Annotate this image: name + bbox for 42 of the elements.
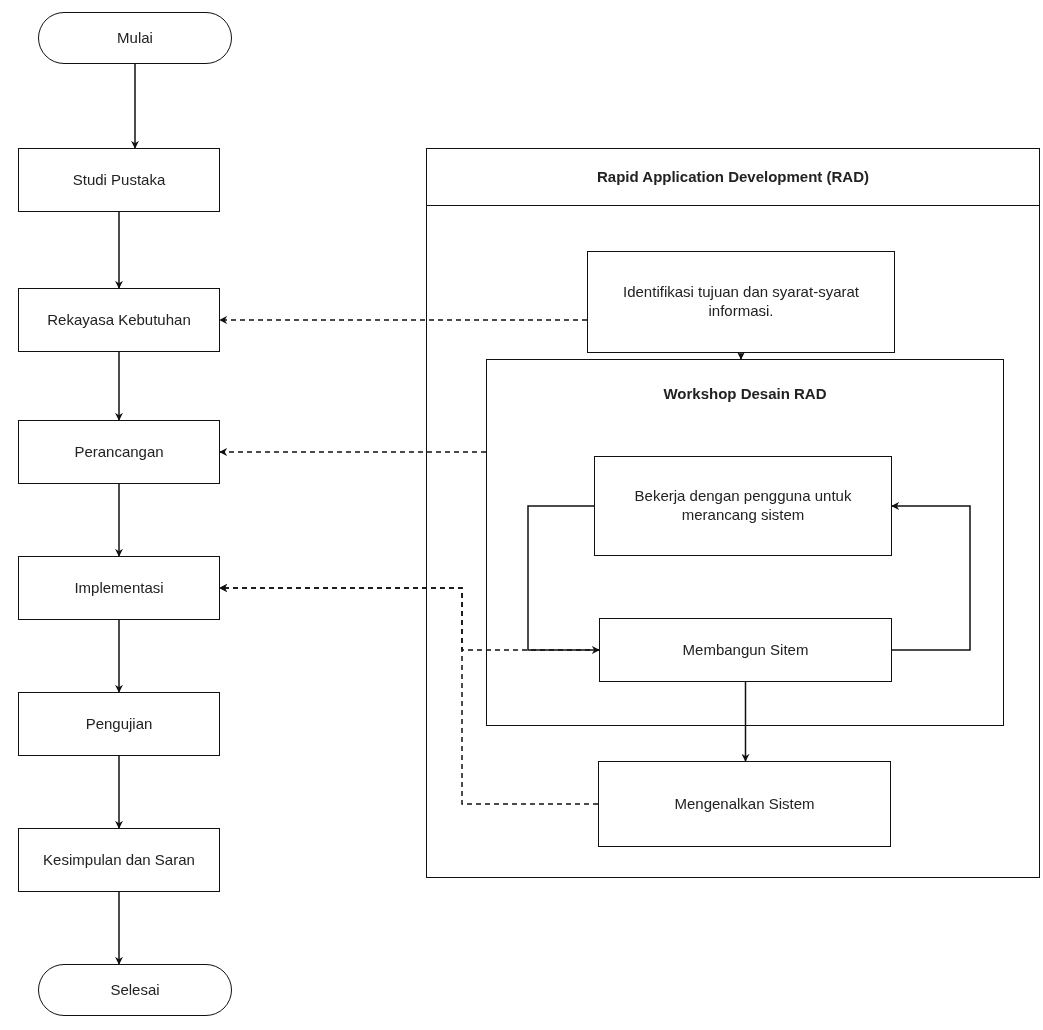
node-label: Kesimpulan dan Saran xyxy=(42,850,196,870)
container-title: Workshop Desain RAD xyxy=(662,384,828,404)
arrow xyxy=(115,351,123,421)
arrow xyxy=(131,63,139,149)
group-container xyxy=(486,359,1004,726)
node-label: Studi Pustaka xyxy=(71,170,167,190)
process-box xyxy=(18,420,220,484)
process-box xyxy=(587,251,895,353)
node-label: Mulai xyxy=(116,28,154,48)
node-label: Selesai xyxy=(109,980,161,1000)
terminal-shape xyxy=(38,12,232,64)
process-box xyxy=(18,148,220,212)
arrow xyxy=(115,483,123,557)
node-label: Pengujian xyxy=(84,714,154,734)
arrow xyxy=(115,619,123,693)
arrow xyxy=(115,211,123,289)
arrow xyxy=(219,448,487,456)
node-label: Identifikasi tujuan dan syarat-syarat informasi. xyxy=(622,283,860,321)
arrow xyxy=(115,891,123,965)
arrow xyxy=(115,755,123,829)
arrow xyxy=(219,316,588,324)
arrow xyxy=(891,502,971,651)
node-label: Perancangan xyxy=(73,442,165,462)
terminal-shape xyxy=(38,964,232,1016)
process-box xyxy=(598,761,891,847)
process-box xyxy=(18,828,220,892)
arrow xyxy=(737,351,745,360)
process-box xyxy=(599,618,892,682)
process-box xyxy=(18,556,220,620)
process-box xyxy=(18,692,220,756)
node-label: Membangun Sitem xyxy=(681,640,810,660)
process-box xyxy=(594,456,892,556)
arrow xyxy=(219,584,599,805)
node-label: Rekayasa Kebutuhan xyxy=(46,310,192,330)
process-box xyxy=(18,288,220,352)
node-label: Mengenalkan Sistem xyxy=(673,794,816,814)
node-label: Bekerja dengan pengguna untuk merancang sistem xyxy=(633,487,853,525)
arrow xyxy=(741,681,750,762)
container-title: Rapid Application Development (RAD) xyxy=(596,167,870,187)
node-label: Implementasi xyxy=(73,578,165,598)
arrow xyxy=(527,505,600,654)
group-container xyxy=(426,148,1040,878)
